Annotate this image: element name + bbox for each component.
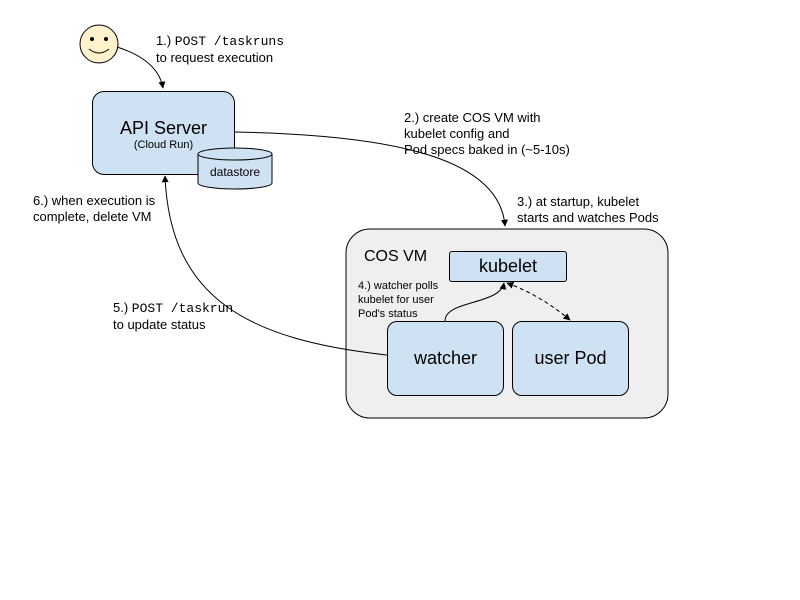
user-smiley-icon xyxy=(79,24,119,64)
arrow-step-5 xyxy=(161,175,388,356)
step-1-number: 1.) xyxy=(156,33,175,48)
step-4-line-1: 4.) watcher polls xyxy=(358,280,439,292)
user-pod-node: user Pod xyxy=(512,321,629,396)
datastore-label: datastore xyxy=(209,165,261,179)
step-3-line-2: starts and watches Pods xyxy=(517,210,659,225)
step-2-label: 2.) create COS VM with kubelet config an… xyxy=(404,110,570,158)
kubelet-label: kubelet xyxy=(478,256,538,276)
watcher-label: watcher xyxy=(413,348,478,368)
step-4-label: 4.) watcher polls kubelet for user Pod's… xyxy=(358,279,438,321)
datastore-cylinder xyxy=(197,147,273,190)
step-2-line-3: Pod specs baked in (~5-10s) xyxy=(404,142,570,157)
api-server-title: API Server xyxy=(119,118,208,138)
step-6-line-1: 6.) when execution is xyxy=(33,193,156,208)
kubelet-node: kubelet xyxy=(449,251,567,282)
arrow-step-1 xyxy=(116,46,166,89)
user-pod-label: user Pod xyxy=(534,348,607,368)
step-1-code: POST /taskruns xyxy=(174,34,285,49)
arrow-kubelet-userpod xyxy=(506,281,571,321)
step-2-line-2: kubelet config and xyxy=(404,126,510,141)
arrow-step-2 xyxy=(234,131,509,227)
step-5-code: POST /taskrun xyxy=(131,301,234,316)
step-3-line-1: 3.) at startup, kubelet xyxy=(517,194,640,209)
step-5-text: to update status xyxy=(113,317,206,332)
step-3-label: 3.) at startup, kubelet starts and watch… xyxy=(517,194,659,226)
watcher-node: watcher xyxy=(387,321,504,396)
step-4-line-2: kubelet for user xyxy=(358,294,434,306)
step-5-label: 5.) POST /taskrun to update status xyxy=(113,300,233,333)
step-1-label: 1.) POST /taskruns to request execution xyxy=(156,33,284,66)
step-6-line-2: complete, delete VM xyxy=(33,209,152,224)
step-5-number: 5.) xyxy=(113,300,132,315)
cos-vm-label: COS VM xyxy=(364,248,428,265)
step-2-line-1: 2.) create COS VM with xyxy=(404,110,541,125)
step-6-label: 6.) when execution is complete, delete V… xyxy=(33,193,155,225)
step-4-line-3: Pod's status xyxy=(358,308,418,320)
arrow-step-4 xyxy=(444,282,507,322)
step-1-text: to request execution xyxy=(156,50,274,65)
api-server-subtitle: (Cloud Run) xyxy=(133,139,194,151)
